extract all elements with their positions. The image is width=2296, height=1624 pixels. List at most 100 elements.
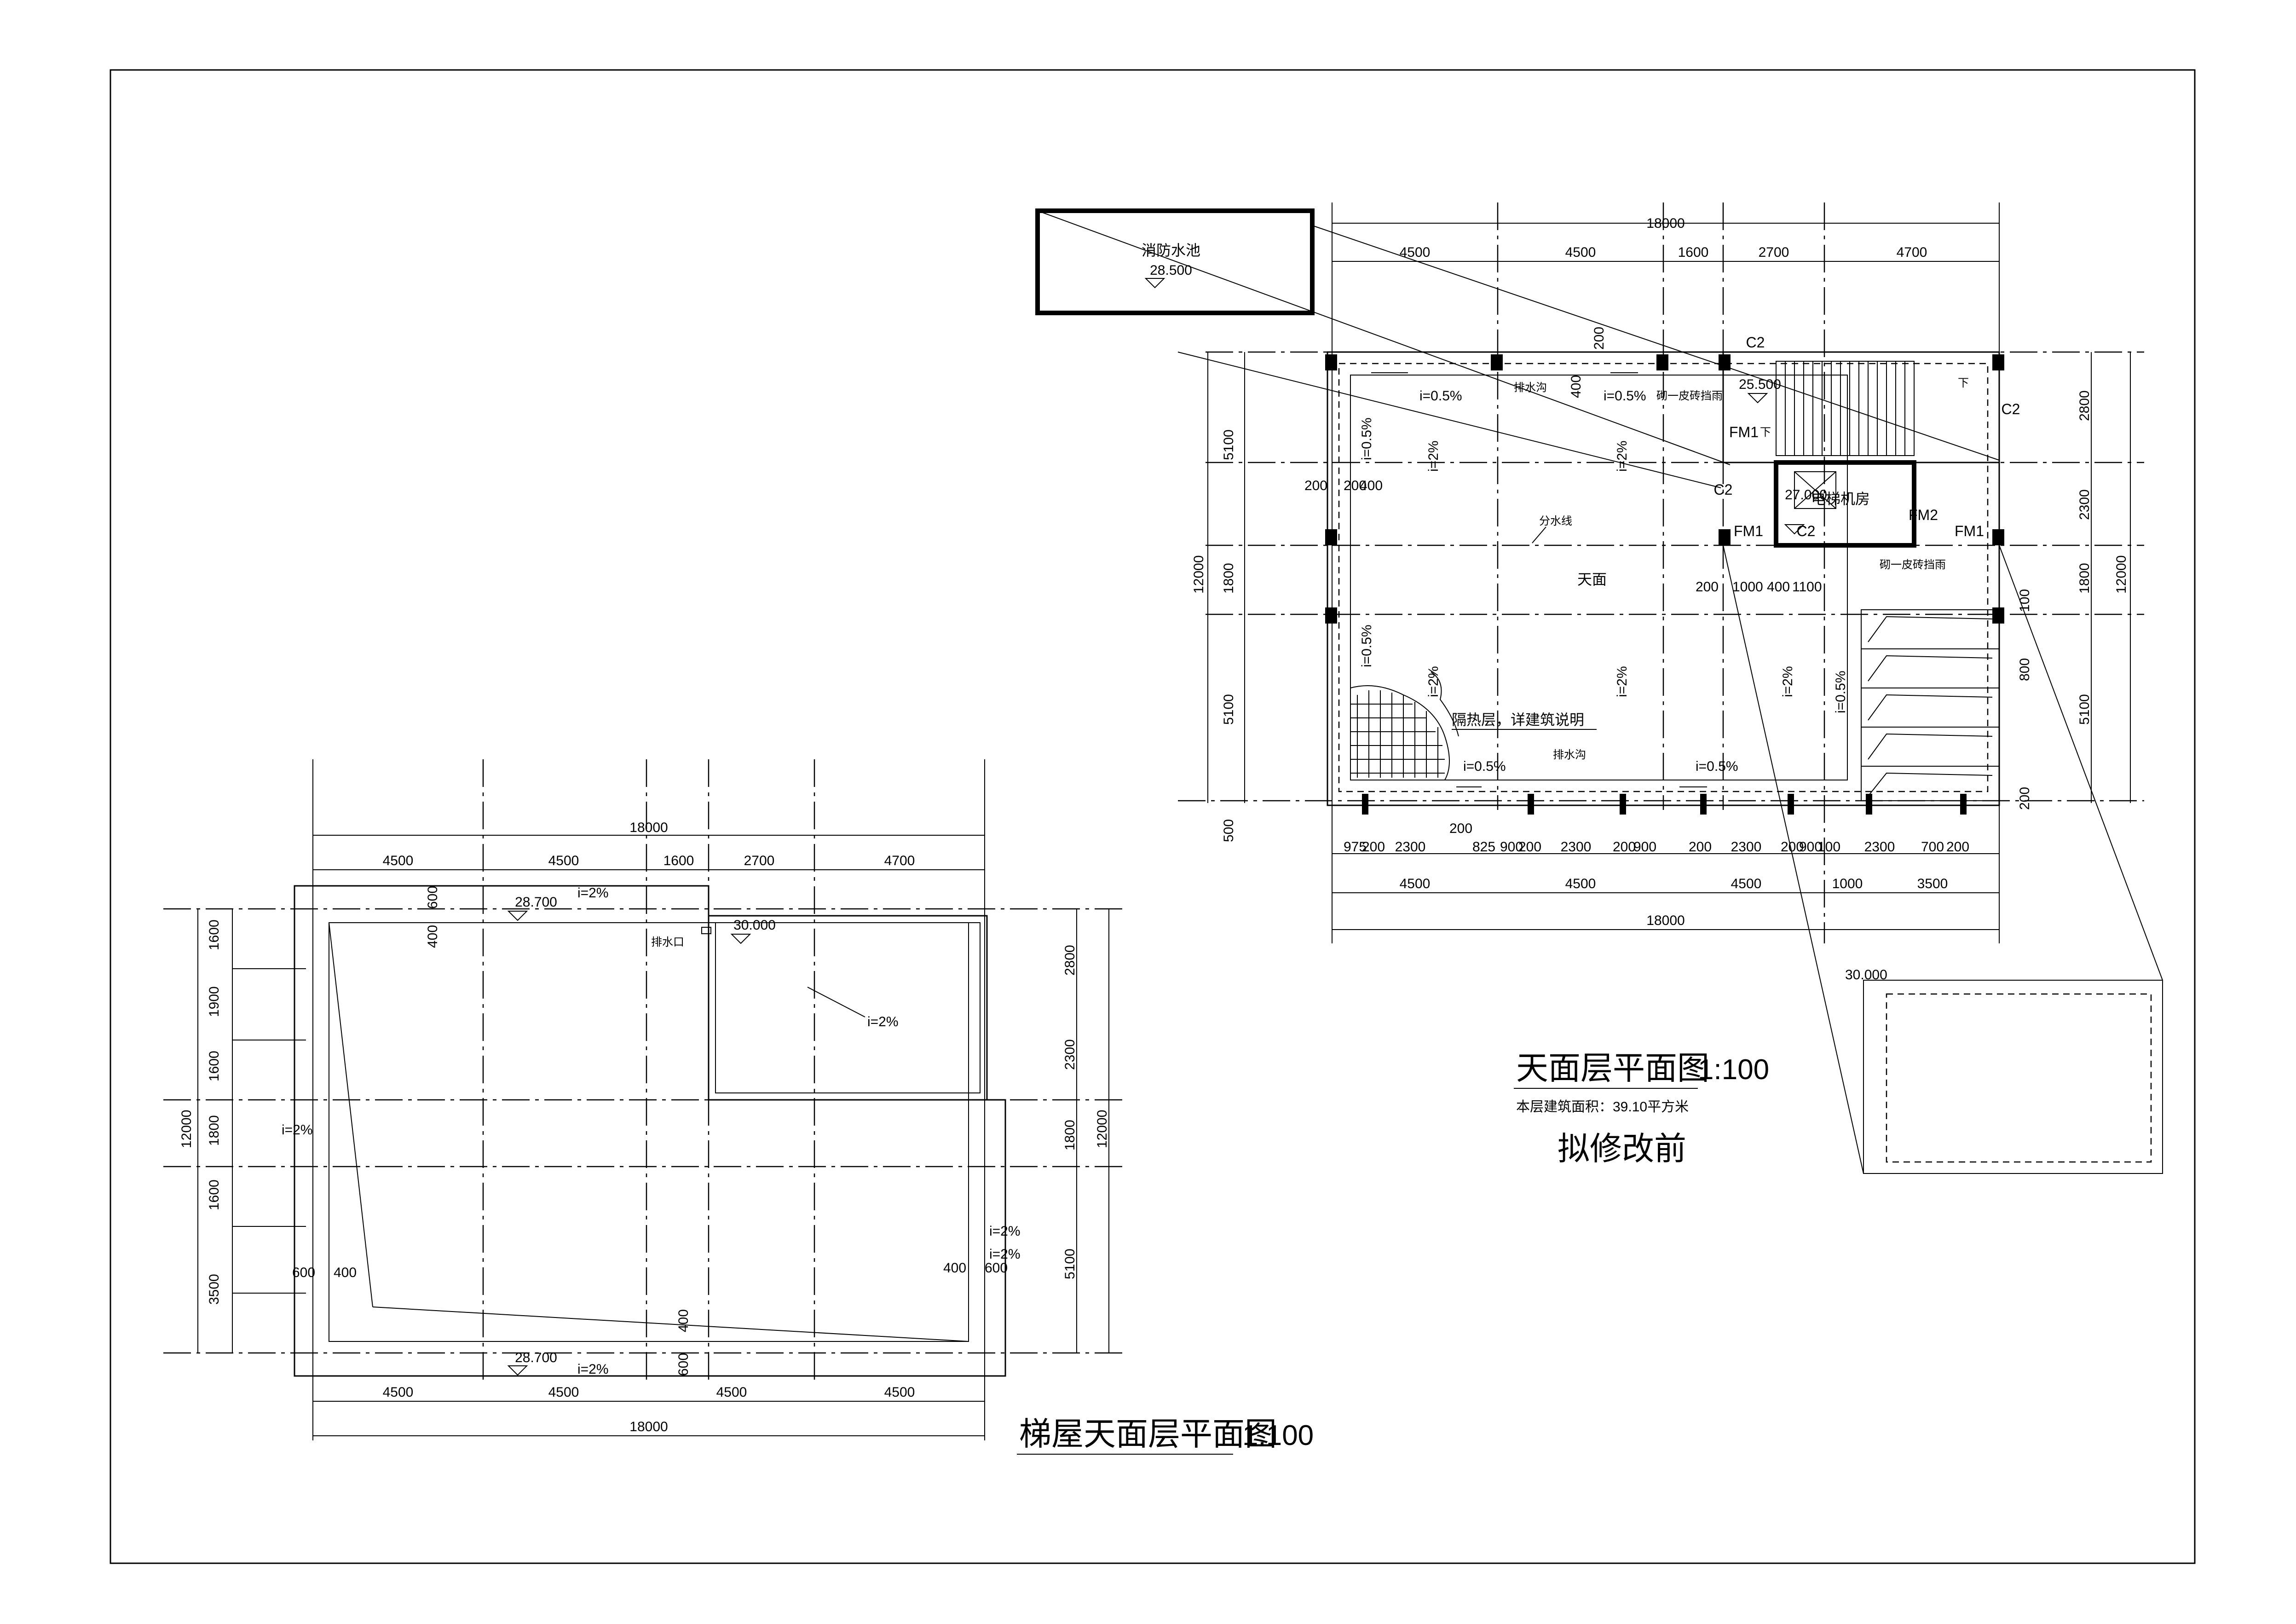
slope-label: i=2% [1780,666,1795,697]
right-dim: 5100 [1062,1248,1078,1279]
slope-label: i=2% [989,1247,1021,1262]
left-dim: 5100 [1221,694,1236,725]
misc-dim: 200 [1696,579,1719,595]
slope-label: i=2% [282,1122,313,1138]
right-dim: 2800 [2077,390,2092,421]
edge-dim: 400 [334,1265,357,1280]
plan-scale-left: 1:100 [1242,1420,1314,1451]
window-dim: 700 [1921,839,1944,855]
leader-line [1723,545,1864,1174]
roof-plan-left: 18000 4500 4500 1600 2700 4700 28.700 28… [163,759,1314,1455]
right-dim: 2300 [1062,1039,1078,1070]
roof-label: 天面 [1577,571,1607,588]
inset-level: 30.000 [1845,967,1887,982]
top-dim: 4500 [1400,245,1431,260]
level-mark [507,1365,528,1376]
door-label-fm1: FM1 [1729,424,1759,440]
gutter-label: 排水沟 [1553,749,1586,761]
slope-label: i=0.5% [1359,624,1374,667]
insulation-note: 隔热层，详建筑说明 [1452,711,1584,728]
left-dim: 1600 [207,919,222,950]
elevator-hatch [1794,471,1836,509]
window-label-c2: C2 [2002,401,2020,417]
top-dim: 4500 [383,853,414,868]
roof-plan-right: 消防水池 28.500 18000 4500 4500 1600 2700 [1035,202,2163,1174]
vent-cells [1861,609,2000,801]
drain-label: 排水口 [651,936,684,948]
misc-dim: 200 [1592,327,1607,350]
window-dim: 200 [1781,839,1804,855]
right-total-dim: 12000 [2114,555,2129,594]
left-dim: 3500 [207,1274,222,1305]
misc-dim: 400 [1569,375,1584,398]
sheet-border [110,69,2196,1564]
edge-dim: 600 [292,1265,315,1280]
right-dim: 5100 [2077,694,2092,725]
plan-title-left: 梯屋天面层平面图 [1019,1415,1277,1453]
window-dim: 200 [1946,839,1969,855]
insulation-hatch [1350,685,1450,780]
machine-room [1774,460,1916,548]
divide-line-label: 分水线 [1539,515,1572,527]
edge-dim: 400 [676,1309,691,1332]
machine-room-label: 电梯机房 [1811,491,1870,507]
misc-dim: 400 [1360,478,1383,493]
roof-outline [1327,351,2000,806]
left-total-dim: 12000 [179,1110,194,1148]
plan-scale-right: 1:100 [1698,1054,1769,1086]
door-label-fm2: FM2 [1909,507,1938,523]
window-label-c2: C2 [1797,523,1816,539]
left-dim: 1600 [207,1179,222,1210]
slope-label: i=2% [577,1362,609,1377]
inset-parapet [1886,993,2152,1163]
top-dim: 4700 [884,853,915,868]
brick-bar-note: 砌一皮砖挡雨 [1656,390,1723,402]
slope-label: i=0.5% [1359,417,1374,460]
right-total-dim: 12000 [1095,1110,1110,1148]
left-dim: 1800 [1221,563,1236,594]
drain-icon [701,927,711,934]
window-label-c2: C2 [1746,334,1765,351]
bottom-total-dim: 18000 [1646,913,1685,928]
slope-label: i=0.5% [1696,759,1738,774]
fire-pool-label: 消防水池 [1142,242,1200,259]
window-dim: 975 [1344,839,1367,855]
parapet-left [329,922,969,1342]
misc-dim: 800 [2017,658,2032,681]
window-dim: 200 [1362,839,1385,855]
top-dim: 1600 [1678,245,1709,260]
window-dim: 200 [1613,839,1636,855]
left-dim: 1800 [207,1115,222,1146]
top-dim: 4500 [1565,245,1596,260]
slope-label: i=0.5% [1419,388,1462,404]
window-dim: 825 [1472,839,1495,855]
misc-dim: 1000 [1732,579,1763,595]
roof-outline-left [294,885,1006,1377]
edge-dim: 600 [425,886,440,909]
slope-label: i=2% [1615,440,1630,472]
plan-title-right: 天面层平面图 [1516,1049,1709,1087]
edge-dim: 400 [943,1260,966,1276]
misc-dim: 400 [1767,579,1790,595]
stair-treads [1785,361,1905,456]
window-dim: 200 [1689,839,1712,855]
slope-arrow [807,987,865,1017]
level-mark [1144,278,1165,289]
left-dim: 5100 [1221,429,1236,460]
window-dim: 900 [1799,839,1822,855]
edge-dim: 400 [425,925,440,948]
machine-room-level: 27.000 [1785,487,1827,503]
level-upper: 30.000 [733,918,776,933]
bottom-dim: 4500 [383,1385,414,1400]
leader-line [1999,545,2163,981]
status-note: 拟修改前 [1558,1130,1686,1167]
level-mark [730,934,751,944]
bottom-dim: 1000 [1832,876,1863,891]
window-dim: 2300 [1395,839,1426,855]
level-top: 28.700 [515,895,557,910]
brick-bar-note: 砌一皮砖挡雨 [1880,559,1946,571]
level-bottom: 28.700 [515,1350,557,1365]
bottom-dim: 4500 [548,1385,579,1400]
stair-flight [1776,361,1915,456]
